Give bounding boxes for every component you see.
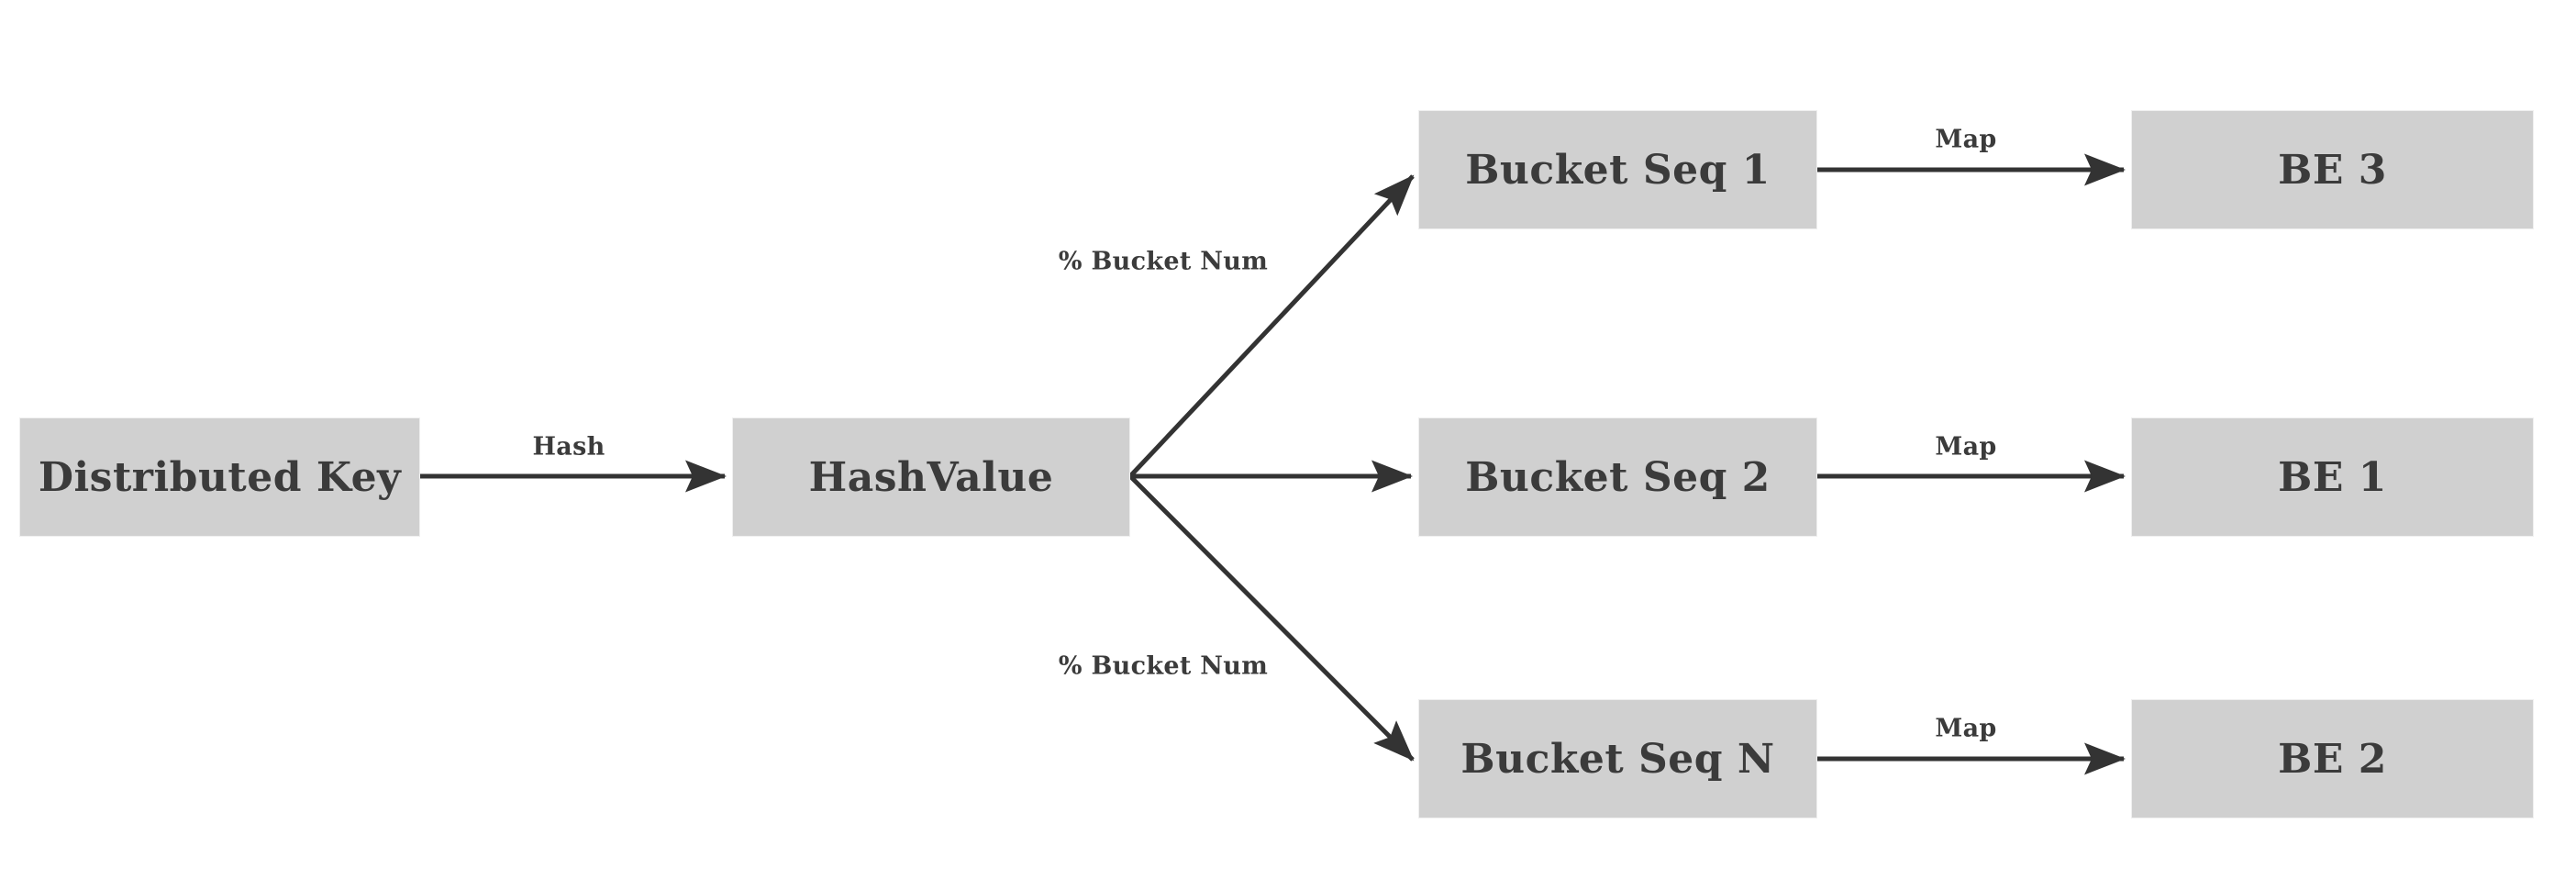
edge-label-bucket-num-top: % Bucket Num [1058, 247, 1269, 276]
node-label: Bucket Seq 2 [1465, 453, 1771, 501]
edge-label-map-middle: Map [1935, 432, 1997, 462]
node-label: HashValue [808, 453, 1054, 501]
node-label: Bucket Seq N [1460, 735, 1775, 783]
edge-label-hash: Hash [532, 432, 605, 462]
node-be-3[interactable]: BE 3 [2131, 110, 2534, 229]
node-distributed-key[interactable]: Distributed Key [19, 417, 420, 537]
node-label: BE 1 [2278, 453, 2387, 501]
node-be-1[interactable]: BE 1 [2131, 417, 2534, 537]
node-label: Bucket Seq 1 [1465, 146, 1771, 194]
node-label: BE 2 [2278, 735, 2387, 783]
edge-hash-to-bucket-1 [1128, 174, 1415, 478]
node-bucket-seq-2[interactable]: Bucket Seq 2 [1418, 417, 1817, 537]
edge-label-map-top: Map [1935, 125, 1997, 154]
edge-label-bucket-num-bottom: % Bucket Num [1058, 651, 1269, 681]
node-label: BE 3 [2278, 146, 2387, 194]
node-bucket-seq-1[interactable]: Bucket Seq 1 [1418, 110, 1817, 229]
node-hash-value[interactable]: HashValue [732, 417, 1130, 537]
node-bucket-seq-n[interactable]: Bucket Seq N [1418, 699, 1817, 818]
node-be-2[interactable]: BE 2 [2131, 699, 2534, 818]
edge-label-map-bottom: Map [1935, 714, 1997, 743]
edge-hash-to-bucket-n [1128, 474, 1415, 762]
node-label: Distributed Key [38, 453, 402, 501]
